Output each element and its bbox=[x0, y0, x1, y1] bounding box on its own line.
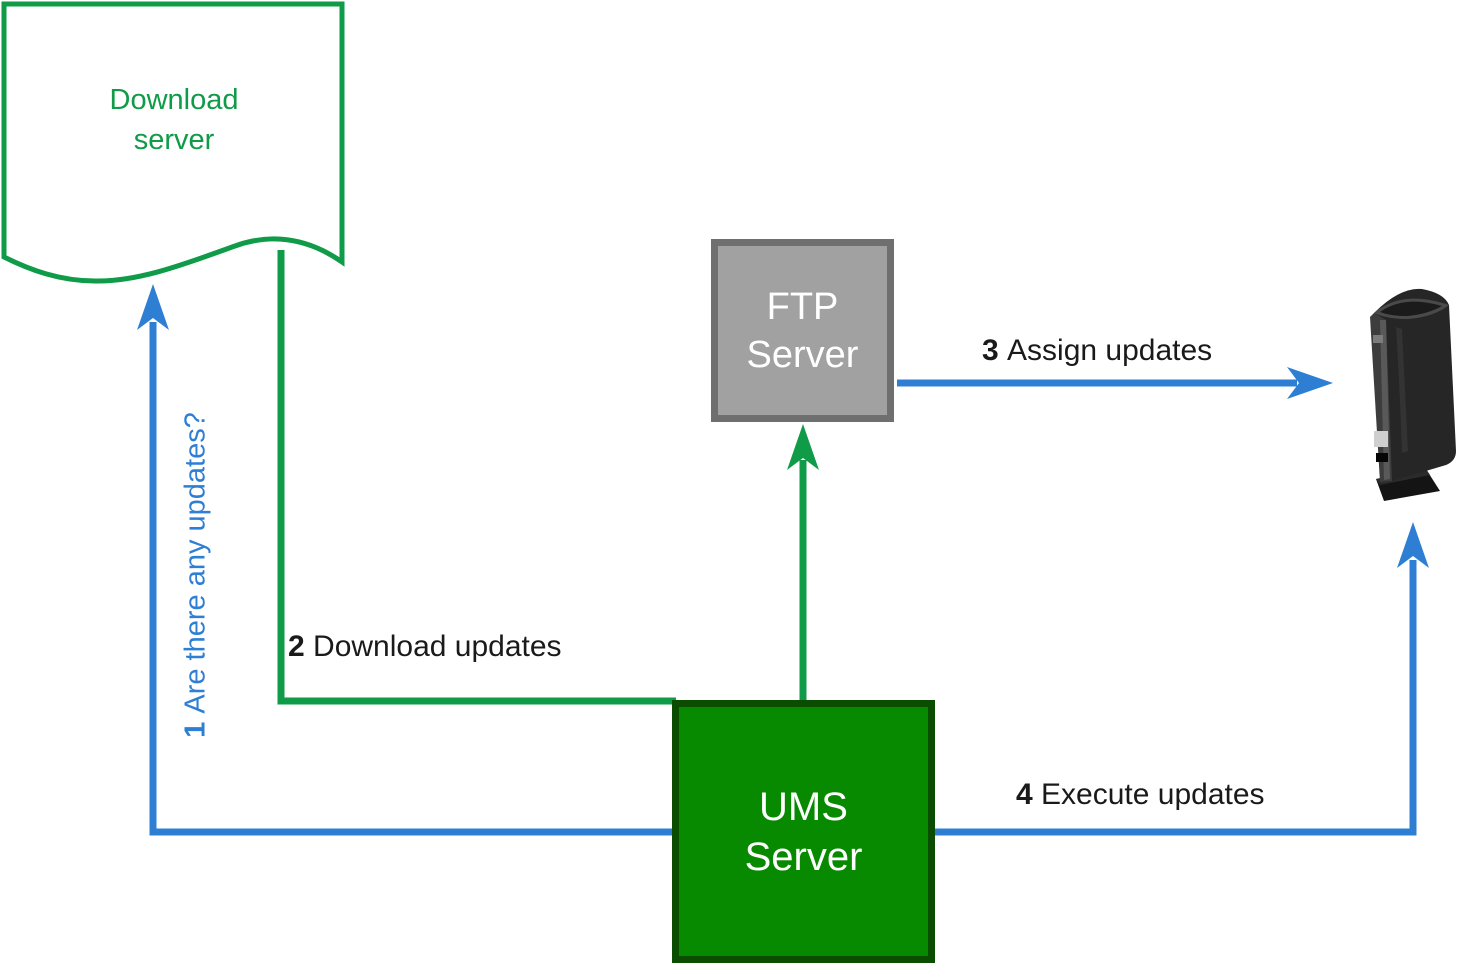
download-server-node: Download server bbox=[0, 0, 348, 240]
upload-arrowhead-up bbox=[787, 424, 819, 470]
ftp-server-label-line2: Server bbox=[746, 333, 859, 376]
download-line bbox=[277, 250, 676, 705]
step-3-label: 3 Assign updates bbox=[982, 334, 1212, 368]
assign-arrowhead-right bbox=[1287, 367, 1333, 399]
thin-client-device-icon bbox=[1370, 288, 1456, 501]
download-server-label-line1: Download bbox=[109, 84, 239, 116]
step-1-text: Are there any updates? bbox=[179, 412, 212, 714]
step-3-text: Assign updates bbox=[1007, 334, 1213, 367]
step-2-text: Download updates bbox=[313, 630, 562, 663]
ums-server-label-line2: Server bbox=[744, 834, 863, 879]
step-2-number: 2 bbox=[288, 630, 305, 663]
step-1-label: 1 Are there any updates? bbox=[180, 412, 213, 738]
step-4-label: 4 Execute updates bbox=[1016, 778, 1265, 812]
query-arrowhead-up bbox=[137, 284, 169, 330]
execute-arrowhead-up bbox=[1397, 522, 1429, 568]
step-4-text: Execute updates bbox=[1041, 778, 1265, 811]
step-2-label: 2 Download updates bbox=[288, 630, 562, 664]
step-1-number: 1 bbox=[179, 721, 212, 738]
ums-server-label-line1: UMS bbox=[759, 784, 848, 829]
step-3-number: 3 bbox=[982, 334, 999, 367]
ftp-server-label-line1: FTP bbox=[766, 285, 839, 328]
document-shape bbox=[1, 1, 345, 284]
step-4-number: 4 bbox=[1016, 778, 1033, 811]
download-server-label-line2: server bbox=[133, 124, 215, 156]
ums-server-node: UMS Server bbox=[672, 700, 935, 963]
ftp-server-node: FTP Server bbox=[711, 239, 894, 422]
